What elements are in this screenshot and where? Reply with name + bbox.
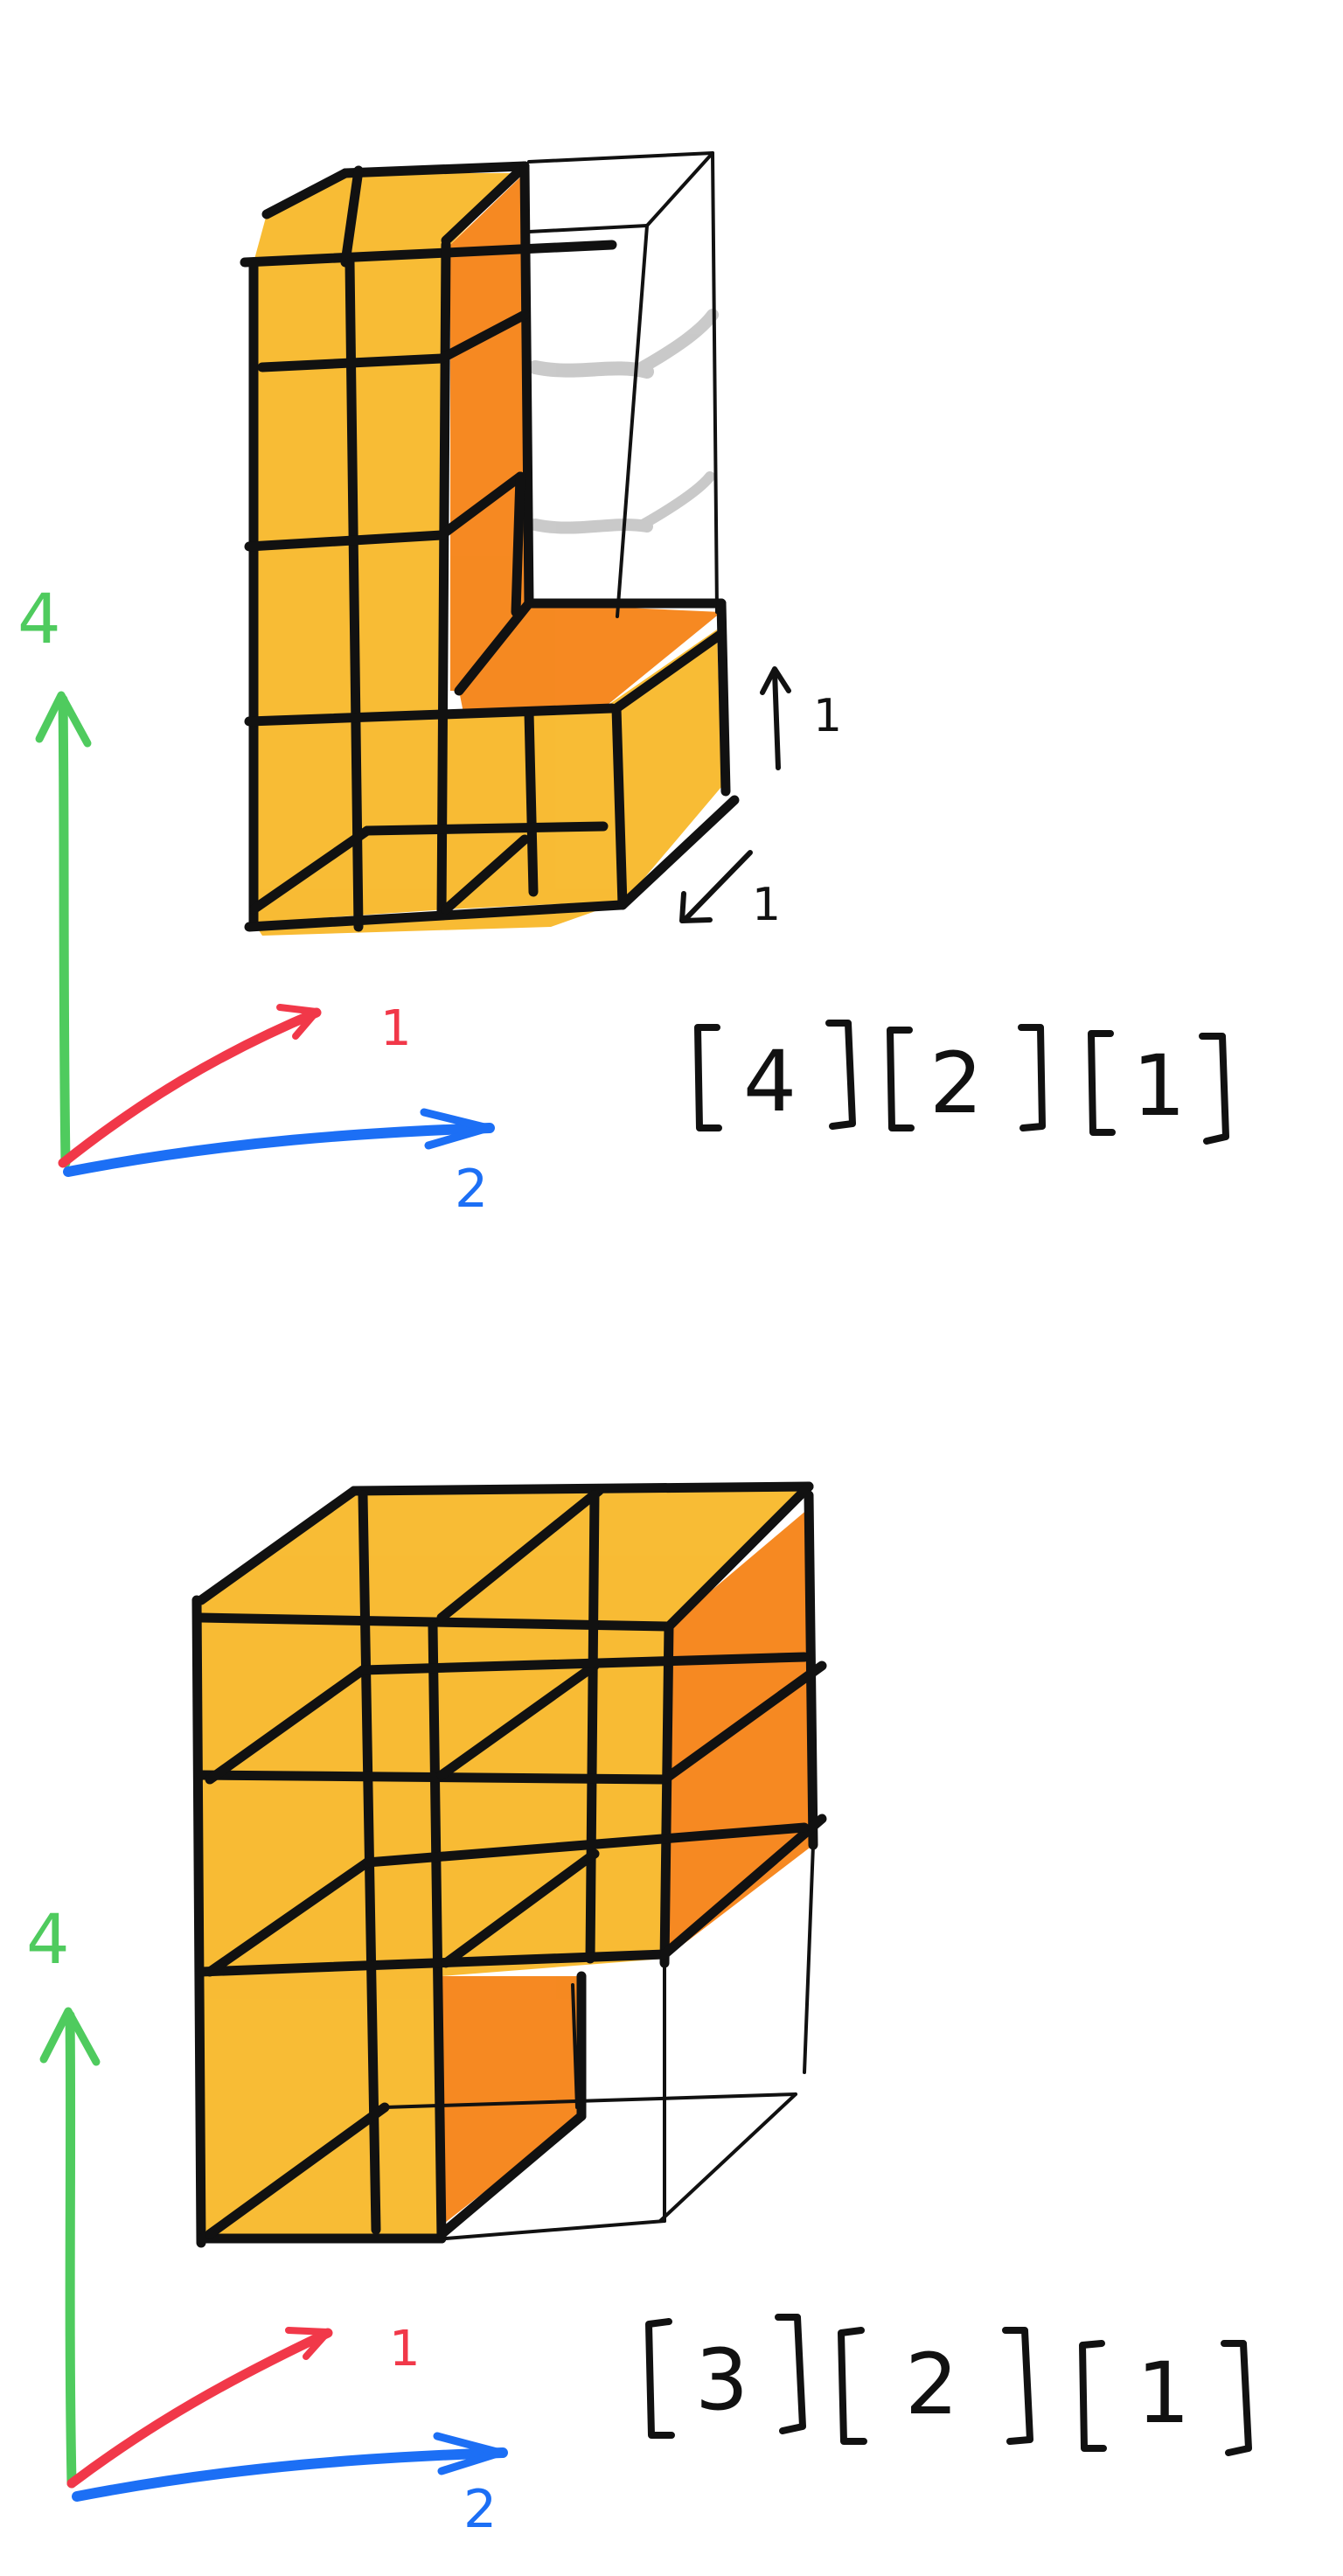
- depth-axis-label: 1: [389, 2321, 421, 2378]
- empty-slot-outline: [527, 151, 719, 618]
- depth-axis-arrow: [58, 1007, 322, 1168]
- vertical-axis-label: 4: [26, 1901, 70, 1980]
- horizontal-axis-arrow: [63, 1123, 495, 1177]
- dim-2-label: 2: [905, 2336, 958, 2433]
- dim-1-label: 4: [743, 1033, 797, 1131]
- dim-2-label: 2: [929, 1034, 983, 1132]
- dim-3-label: 1: [1132, 1037, 1186, 1135]
- depth-axis-label: 1: [380, 1000, 412, 1057]
- vertical-axis-label: 4: [17, 581, 61, 659]
- empty-slot-shading: [528, 309, 719, 534]
- figure-1: 1 1 4 1 2 4: [17, 151, 1229, 1220]
- figure-2: 4 1 2 3 2 1: [26, 1481, 1252, 2540]
- shape-notation-1: 4 2 1: [694, 1020, 1229, 1145]
- vertical-axis-arrow: [65, 2010, 77, 2489]
- dim-3-label: 1: [1137, 2344, 1190, 2442]
- step-depth-arrow: [679, 850, 753, 923]
- axes-1: [35, 691, 495, 1177]
- dim-1-label: 3: [695, 2331, 748, 2429]
- tensor-2-side-faces: [442, 1508, 813, 2225]
- step-depth-label: 1: [752, 879, 781, 931]
- shape-notation-2: 3 2 1: [645, 2314, 1252, 2456]
- horizontal-axis-label: 2: [463, 2479, 497, 2540]
- step-up-label: 1: [813, 690, 842, 742]
- tensor-2-edges: [191, 1481, 827, 2248]
- depth-axis-arrow: [66, 2328, 333, 2489]
- vertical-axis-arrow: [58, 694, 71, 1168]
- horizontal-axis-label: 2: [455, 1159, 488, 1220]
- tensor-1-side-faces: [450, 173, 721, 713]
- axes-2: [39, 2007, 508, 2502]
- empty-corner-outline: [383, 1843, 815, 2240]
- horizontal-axis-arrow: [72, 2447, 508, 2502]
- tensor-1-edges: [240, 161, 740, 932]
- step-up-arrow: [760, 666, 791, 770]
